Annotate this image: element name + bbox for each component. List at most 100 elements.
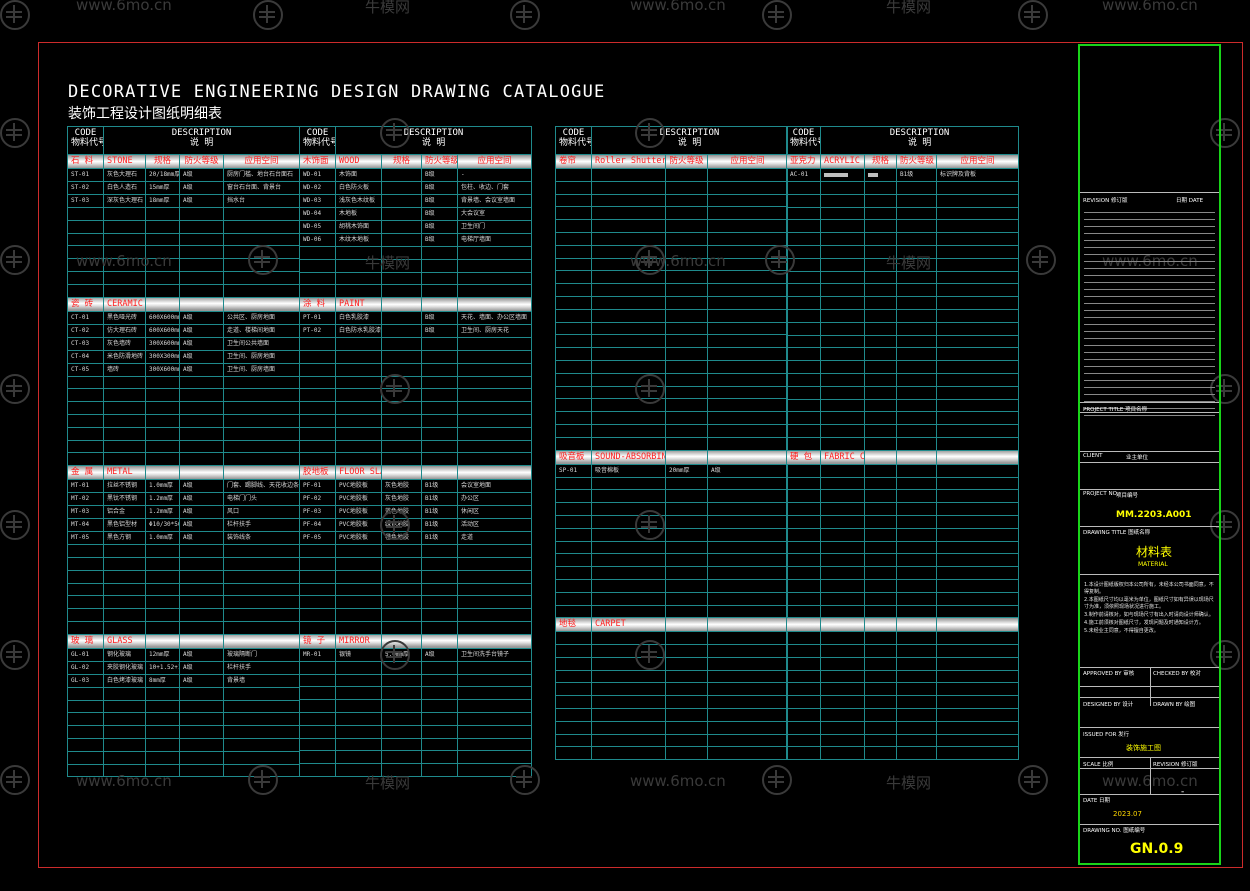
table-cell — [299, 711, 336, 726]
table-cell — [103, 452, 146, 467]
table-cell — [179, 439, 224, 454]
table-cell — [820, 283, 865, 298]
category-column-label — [820, 617, 865, 633]
revision-label: REVISION 修订版 — [1083, 198, 1128, 204]
table-cell — [299, 362, 336, 377]
table-cell — [555, 231, 592, 246]
table-cell — [381, 439, 422, 454]
table-cell — [381, 337, 422, 351]
table-cell: 墙砖 — [103, 362, 146, 377]
table-cell — [456, 271, 533, 286]
table-cell — [222, 232, 301, 247]
table-cell — [786, 321, 821, 336]
table-row — [555, 423, 788, 438]
table-row — [786, 502, 1020, 516]
table-cell — [335, 711, 382, 726]
table-row — [67, 608, 301, 622]
notes: 1.本设计图纸版权归本公司所有，未经本公司书面同意，不得复制。2.本图纸尺寸均以… — [1084, 582, 1216, 636]
table-cell: A级 — [179, 479, 224, 494]
category-column-label — [935, 617, 1020, 633]
table-cell — [820, 604, 865, 619]
table-cell — [935, 746, 1020, 761]
table-cell — [555, 423, 592, 438]
table-cell — [67, 569, 104, 584]
table-cell — [707, 682, 788, 697]
category-label: 瓷 砖 — [67, 296, 104, 312]
table-cell — [456, 763, 533, 777]
table-cell — [591, 682, 666, 697]
table-cell — [103, 258, 146, 272]
table-cell: 黑色哑光砖 — [103, 310, 146, 325]
swatch — [824, 172, 848, 177]
table-cell — [555, 257, 592, 272]
table-cell — [591, 733, 666, 748]
table-cell — [555, 527, 592, 542]
table-cell: 白色人造石 — [103, 181, 146, 195]
table-cell: 天花、墙面、办公区墙面 — [456, 311, 533, 326]
table-row — [555, 270, 788, 285]
table-row — [67, 401, 301, 415]
table-cell — [707, 180, 788, 195]
table-cell — [456, 750, 533, 765]
table-cell — [103, 763, 146, 778]
table-row — [786, 385, 1020, 400]
table-cell — [935, 347, 1020, 362]
table-cell — [820, 708, 865, 722]
category-column-label: 防火等级 — [665, 154, 708, 169]
table-cell — [555, 334, 592, 349]
table-row — [299, 569, 533, 584]
revision-row — [1084, 227, 1215, 234]
table-cell — [103, 245, 146, 260]
table-row — [555, 578, 788, 593]
table-cell — [145, 608, 180, 622]
table-cell: MT-05 — [67, 531, 104, 546]
table-cell — [786, 181, 821, 195]
table-row — [299, 246, 533, 260]
table-cell: 栏杆扶手 — [222, 518, 301, 533]
table-cell — [665, 669, 708, 684]
table-row — [67, 595, 301, 610]
table-cell — [707, 578, 788, 593]
table-cell — [555, 270, 592, 285]
table-cell: 木地板 — [335, 207, 382, 221]
table-cell — [222, 763, 301, 778]
table-cell — [335, 582, 382, 597]
table-cell — [591, 720, 666, 735]
table-cell — [222, 608, 301, 622]
table-cell — [935, 476, 1020, 491]
table-row — [67, 737, 301, 752]
date-value: 2023.07 — [1113, 810, 1142, 818]
table-cell — [935, 489, 1020, 504]
table-cell — [896, 644, 937, 658]
table-row — [299, 375, 533, 390]
table-cell: 黑色铝型材 — [103, 518, 146, 533]
table-cell — [591, 669, 666, 684]
table-row — [555, 720, 788, 735]
table-cell — [591, 219, 666, 233]
table-cell — [864, 308, 897, 323]
table-cell — [864, 270, 897, 285]
table-cell — [591, 553, 666, 568]
table-cell — [421, 569, 458, 584]
table-cell — [179, 737, 224, 752]
table-cell — [555, 244, 592, 259]
table-cell — [707, 359, 788, 374]
table-cell — [896, 591, 937, 606]
table-cell — [707, 553, 788, 568]
table-cell — [707, 283, 788, 297]
table-cell — [103, 413, 146, 428]
table-cell — [421, 452, 458, 467]
table-row — [299, 426, 533, 441]
table-cell — [456, 284, 533, 299]
table-row — [555, 436, 788, 451]
table-cell — [935, 644, 1020, 658]
table-cell — [299, 258, 336, 273]
table-cell: 风口 — [222, 505, 301, 520]
table-cell — [786, 424, 821, 438]
table-cell — [421, 439, 458, 454]
table-row — [299, 284, 533, 299]
table-cell — [222, 556, 301, 571]
